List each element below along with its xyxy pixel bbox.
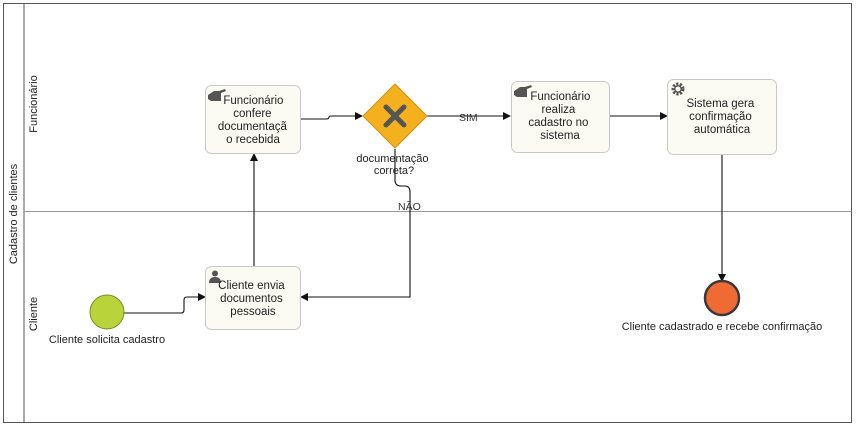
task-client-sends-documents[interactable]: Cliente envia documentos pessoais	[205, 266, 301, 330]
svg-text:Sistema gera confirmação: Sistema gera confirmação automática	[687, 98, 758, 136]
pool-frame	[3, 3, 852, 423]
pool-label: Cadastro de clientes	[8, 163, 20, 264]
flow-label-no: NÃO	[398, 200, 421, 213]
task-employee-checks-line-2: confere	[233, 108, 271, 120]
task-employee-registers-line-3: cadastro no	[528, 117, 588, 129]
task-employee-registers-client[interactable]: Funcionário realiza cadastro no sistema	[511, 81, 610, 153]
user-icon	[209, 270, 221, 283]
task-system-line-2: confirmação	[689, 111, 752, 123]
flow-label-yes: SIM	[459, 112, 478, 124]
svg-text:documentação correta?: documentação correta?	[356, 153, 431, 177]
task-client-sends-line-3: pessoais	[230, 306, 276, 318]
svg-text:Cliente envia documentos: Cliente envia documentos pessoais	[218, 280, 288, 318]
svg-text:Funcionário confere: Funcionário confere documentaçã o recebi…	[218, 95, 290, 146]
hand-icon	[514, 85, 532, 97]
lane-label-funcionario: Funcionário	[28, 75, 40, 132]
task-system-line-1: Sistema gera	[687, 98, 755, 110]
start-event[interactable]	[89, 294, 125, 330]
x-icon	[383, 104, 407, 128]
gear-icon	[671, 82, 685, 96]
end-event[interactable]	[703, 279, 741, 317]
task-employee-checks-line-3: documentaçã	[218, 121, 288, 133]
gateway-label-line-1: documentação	[356, 153, 428, 165]
task-employee-checks-documents[interactable]: Funcionário confere documentaçã o recebi…	[205, 85, 301, 154]
hand-icon	[208, 89, 226, 101]
task-employee-registers-line-4: sistema	[540, 130, 580, 142]
task-client-sends-line-1: Cliente envia	[218, 280, 285, 292]
flow-gateway-no-to-client-sends[interactable]	[300, 149, 411, 301]
task-employee-registers-line-1: Funcionário	[530, 91, 590, 103]
task-employee-checks-line-4: o recebida	[226, 134, 280, 146]
lane-label-cliente: Cliente	[28, 297, 40, 331]
start-event-label: Cliente solicita cadastro	[49, 334, 165, 346]
task-employee-registers-line-2: realiza	[541, 104, 575, 116]
task-employee-checks-line-1: Funcionário	[223, 95, 283, 107]
gateway-label-line-2: correta?	[374, 165, 414, 177]
task-system-line-3: automática	[694, 124, 751, 136]
svg-text:Funcionário realiza: Funcionário realiza cadastro no sistema	[528, 91, 593, 142]
end-event-label: Cliente cadastrado e recebe confirmação	[622, 321, 823, 333]
exclusive-gateway[interactable]: documentação correta?	[356, 83, 431, 177]
task-system-generates-confirmation[interactable]: Sistema gera confirmação automática	[667, 79, 777, 155]
flow-check-to-gateway[interactable]	[300, 112, 363, 120]
flow-start-to-client-sends[interactable]	[124, 293, 206, 314]
task-client-sends-line-2: documentos	[220, 293, 283, 305]
